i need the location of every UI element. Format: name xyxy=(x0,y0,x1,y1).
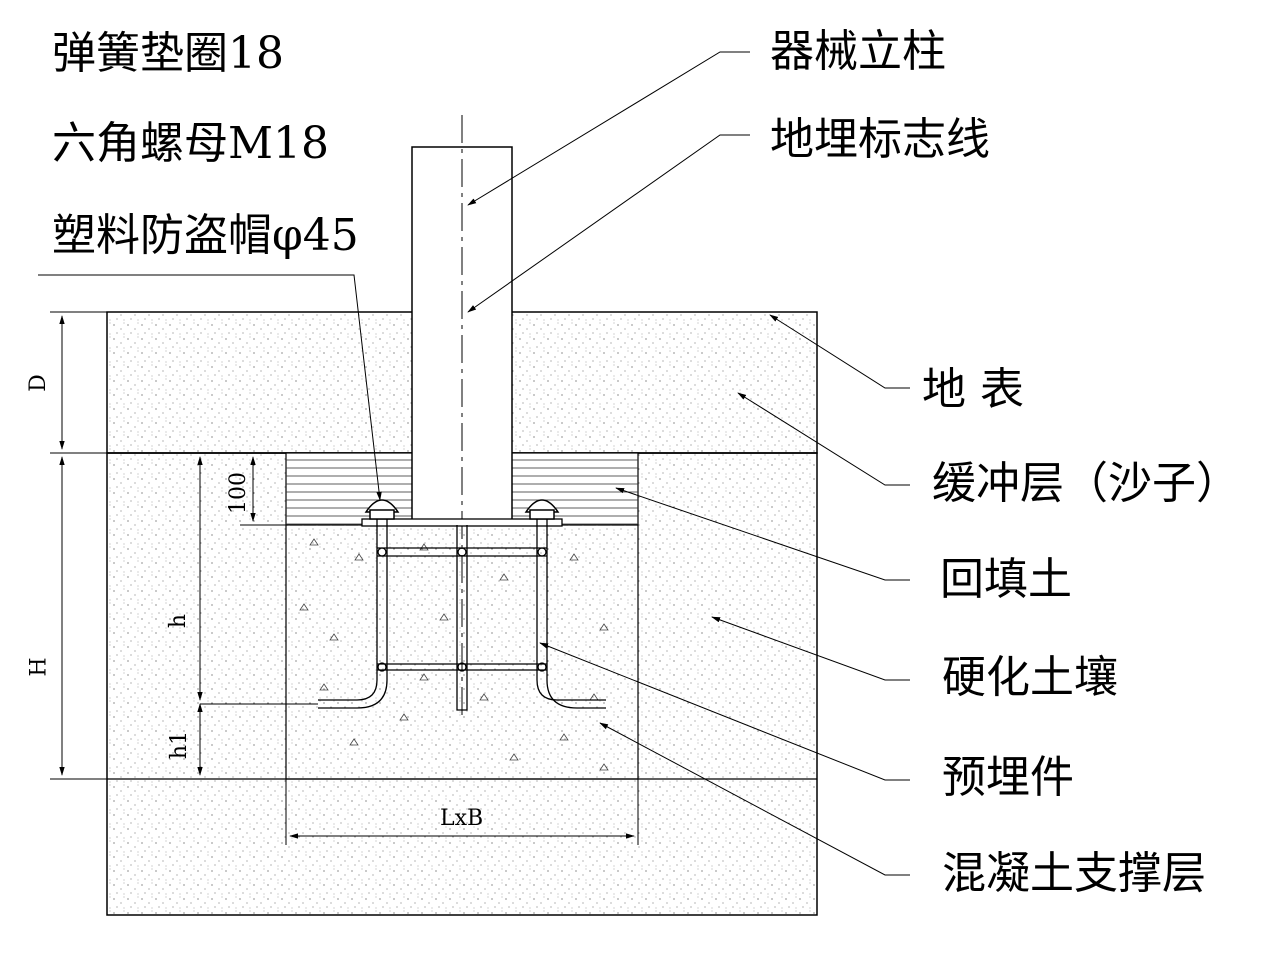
spring-washer-label: 弹簧垫圈18 xyxy=(52,28,284,79)
anti-theft-cap xyxy=(364,499,560,520)
dim-h: h xyxy=(166,613,192,629)
post-label: 器械立柱 xyxy=(770,26,946,77)
dimension-lines xyxy=(50,311,639,845)
marker-line-label: 地埋标志线 xyxy=(770,114,990,165)
dim-H: H xyxy=(26,657,52,677)
dim-D: D xyxy=(25,374,51,392)
buffer-layer-label: 缓冲层（沙子） xyxy=(932,458,1240,509)
dim-h1: h1 xyxy=(167,730,193,760)
dim-100: 100 xyxy=(226,472,251,514)
embedded-part xyxy=(318,510,606,711)
dim-LxB: LxB xyxy=(440,806,484,831)
leader-lines xyxy=(38,51,910,876)
base-plate xyxy=(361,518,563,527)
hardened-soil-label: 硬化土壤 xyxy=(942,652,1118,703)
backfill-label: 回填土 xyxy=(940,554,1072,605)
anti-theft-cap-label: 塑料防盗帽φ45 xyxy=(52,210,359,261)
hex-nut-label: 六角螺母M18 xyxy=(52,118,330,169)
embedded-part-label: 预埋件 xyxy=(942,752,1074,803)
concrete-layer-label: 混凝土支撑层 xyxy=(942,848,1206,899)
ground-surface-label: 地 表 xyxy=(922,364,1024,415)
